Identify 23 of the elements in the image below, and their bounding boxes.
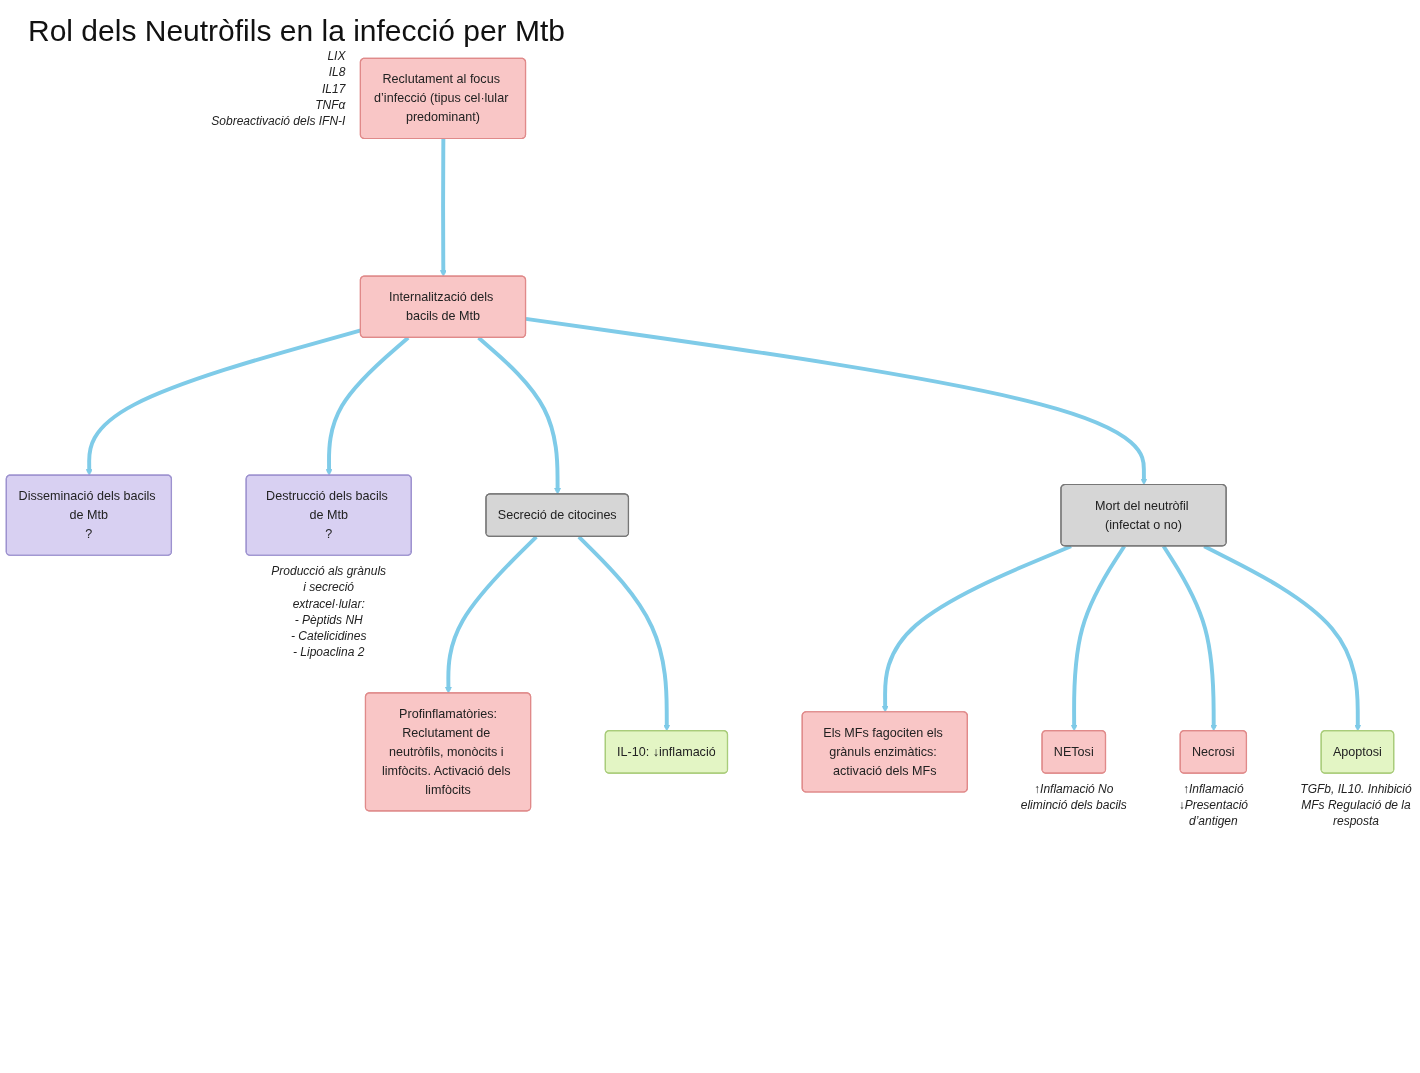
annotation-text: TGFb, IL10. Inhibició MFs Regulació de la resposta [1299,781,1413,830]
arrow [439,138,447,277]
diagram-title: Rol dels Neutròfils en la infecció per Mtb [28,14,566,48]
annotation-text: - Catelicidines [290,628,368,645]
annotation-text: IL8 [327,64,346,81]
arrow [525,316,1148,486]
arrow [881,544,1072,713]
arrow [577,535,671,732]
annotation-text: IL17 [321,80,346,97]
arrow [1203,544,1362,732]
arrow [325,336,410,476]
annotation-text: - Lipoaclina 2 [292,644,366,661]
annotation-text: - Pèptids NH [293,611,364,628]
annotation-text: Producció als grànuls i secreció extracel·lular: [270,563,387,612]
arrow [1161,545,1218,732]
arrow [1070,545,1126,732]
arrow [477,336,562,495]
annotation-text: Sobreactivació dels IFN-I [210,113,346,130]
annotation-text: ↑Inflamació No eliminció dels bacils [1019,781,1128,814]
annotation-text: TNFα [314,96,346,114]
annotation-text: ↑Inflamació ↓Presentació d’antigen [1177,781,1249,830]
arrow [444,535,538,694]
annotation-text: LIX [326,48,346,65]
